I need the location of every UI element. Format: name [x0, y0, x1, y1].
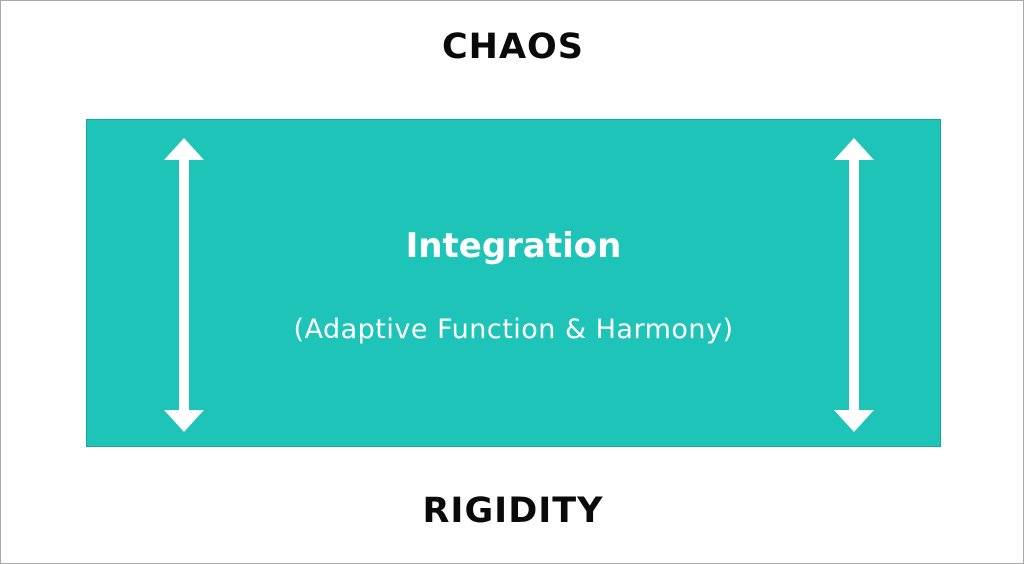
integration-band: Integration (Adaptive Function & Harmony… [86, 119, 941, 447]
integration-subtitle: (Adaptive Function & Harmony) [293, 314, 734, 345]
chaos-label: CHAOS [441, 27, 585, 67]
left-double-arrow-icon [164, 138, 204, 432]
integration-title: Integration [405, 226, 622, 266]
right-double-arrow-icon [834, 138, 874, 432]
rigidity-label: RIGIDITY [422, 491, 604, 531]
